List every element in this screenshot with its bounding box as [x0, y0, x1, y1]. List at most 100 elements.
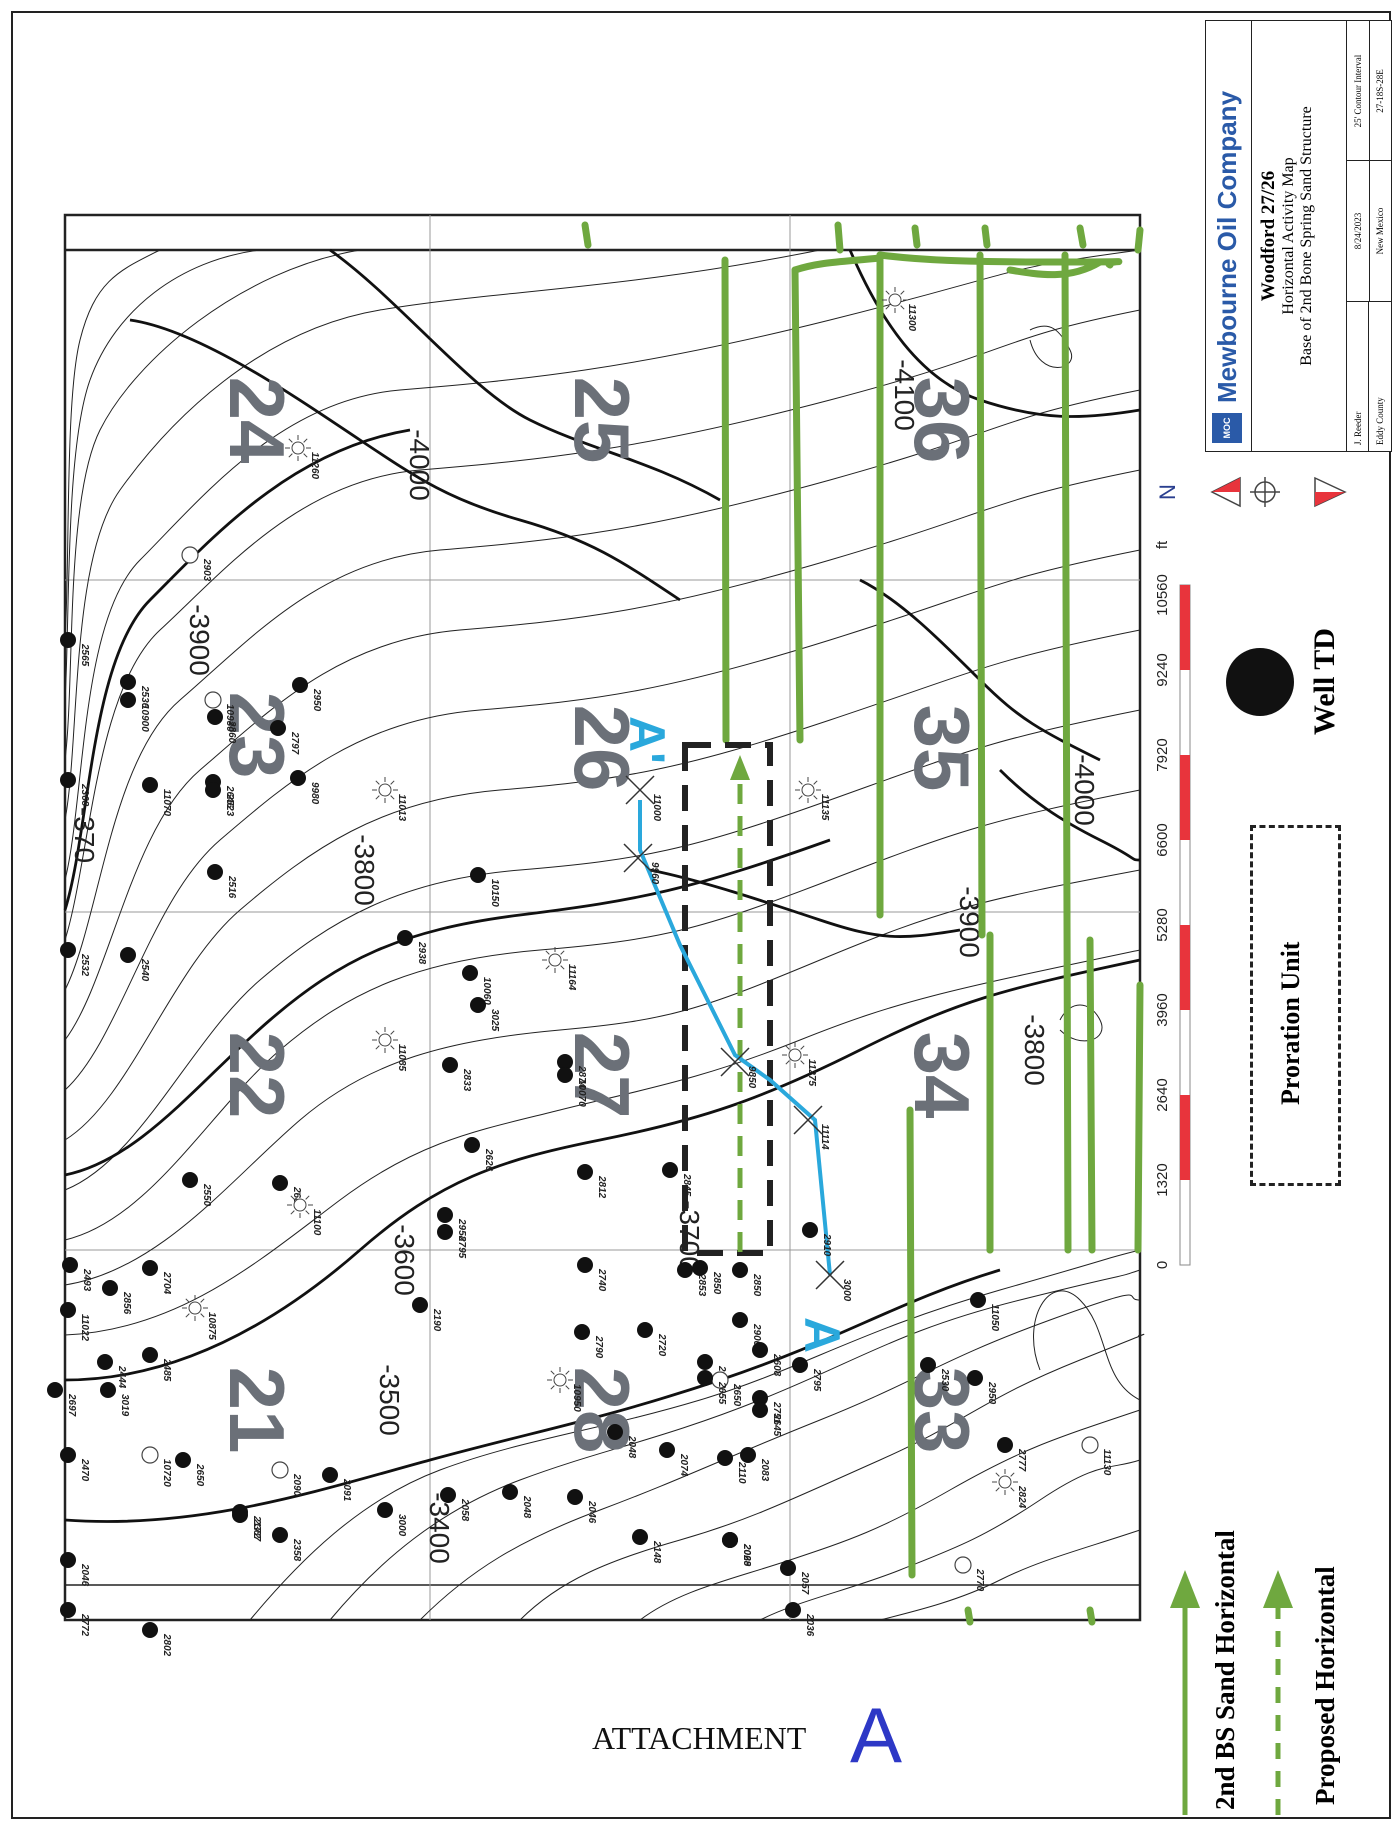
well-dot — [397, 930, 413, 946]
contour-label: -3800 — [1019, 1014, 1050, 1086]
well-label: 2950 — [311, 688, 322, 712]
location: 27-18S-28E — [1375, 69, 1385, 113]
well-label: 2626 — [483, 1148, 494, 1172]
well-dot — [97, 1354, 113, 1370]
well-label: 2536 — [139, 685, 150, 709]
well-dot — [722, 1532, 738, 1548]
well-label: 2358 — [291, 1538, 302, 1562]
title-block: MOC Mewbourne Oil Company Woodford 27/26… — [1205, 20, 1392, 452]
well-label: 2697 — [66, 1393, 77, 1417]
well-label: 2683 — [291, 1186, 302, 1210]
well-label: 10070 — [576, 1079, 587, 1107]
well-label: 2048 — [626, 1435, 637, 1459]
well-label: 2900 — [751, 1323, 762, 1347]
well-dot — [60, 1552, 76, 1568]
scale-tick-label: 0 — [1154, 1261, 1171, 1269]
well-label: 10720 — [161, 1459, 172, 1487]
well-label: 2853 — [696, 1273, 707, 1297]
well-dot — [142, 1622, 158, 1638]
well-dot — [577, 1257, 593, 1273]
contour-label: -3800 — [349, 834, 380, 906]
proration-unit-legend-box — [1250, 825, 1341, 1186]
well-td-legend-icon — [1226, 648, 1294, 716]
company-logo: MOC — [1212, 413, 1242, 443]
gas-well-icon — [182, 1295, 208, 1321]
well-label: 11130 — [1101, 1449, 1112, 1476]
scale-tick-label: 2640 — [1154, 1078, 1171, 1111]
well-dot — [464, 1137, 480, 1153]
gas-well-icon — [547, 1367, 573, 1393]
well-label: 2074 — [678, 1453, 689, 1477]
map-area: -3400 -3500 -3600 -3700 -3800 -3900 -400… — [47, 213, 1145, 1657]
well-label: 2608 — [771, 1353, 782, 1377]
well-dot — [792, 1357, 808, 1373]
well-dot — [470, 867, 486, 883]
well-dot — [182, 1172, 198, 1188]
well-label: 2029 — [741, 1543, 752, 1567]
date: 8/24/2023 — [1347, 160, 1370, 301]
county: Eddy County — [1369, 301, 1392, 451]
well-label: 2036 — [804, 1613, 815, 1637]
scale-segment — [1180, 585, 1190, 670]
gas-well-icon — [992, 1469, 1018, 1495]
section-number: 23 — [213, 692, 301, 779]
well-label: 11135 — [819, 794, 830, 821]
gas-well-icon — [372, 1027, 398, 1053]
well-dot — [412, 1297, 428, 1313]
well-label: 2874 — [576, 1065, 587, 1089]
well-label: 2845 — [681, 1173, 692, 1197]
well-label: 2110 — [736, 1461, 747, 1484]
well-dot — [272, 1527, 288, 1543]
well-dot — [142, 1347, 158, 1363]
attachment-label: ATTACHMENT — [592, 1720, 807, 1756]
well-label: 2540 — [139, 958, 150, 982]
well-label: 10930 — [224, 704, 235, 732]
well-label: 2910 — [821, 1233, 832, 1257]
well-label: 2812 — [596, 1175, 607, 1199]
well-label: 11050 — [989, 1304, 1000, 1332]
well-dot — [802, 1222, 818, 1238]
well-label: 11100 — [311, 1209, 322, 1236]
map-title: Woodford 27/26 — [1258, 170, 1279, 302]
scale-tick-label: 10560 — [1154, 574, 1171, 616]
well-dot — [120, 947, 136, 963]
well-label: 2046 — [79, 1563, 90, 1587]
section-number: 24 — [213, 377, 301, 464]
section-grid — [65, 215, 1140, 1620]
well-dot — [692, 1260, 708, 1276]
well-label: 11260 — [309, 452, 320, 480]
well-label: 2772 — [79, 1613, 90, 1637]
well-label: 2058 — [459, 1498, 470, 1522]
well-dot — [60, 1602, 76, 1618]
well-label: 11275 — [806, 1059, 817, 1087]
well-dot — [60, 772, 76, 788]
well-label: 2068 — [741, 1543, 752, 1567]
well-dot — [377, 1502, 393, 1518]
well-label: 9850 — [746, 1066, 757, 1089]
well-label: 2387 — [251, 1518, 262, 1542]
well-label: 2740 — [596, 1268, 607, 1292]
bs-sand-horizontals — [581, 221, 1144, 1626]
scale-tick-label: 5280 — [1154, 908, 1171, 941]
well-label: 2770 — [974, 1568, 985, 1592]
north-arrow-icon: N — [1155, 476, 1347, 508]
well-dot — [677, 1262, 693, 1278]
well-label: 2090 — [291, 1473, 302, 1497]
well-label: 11022 — [79, 1314, 90, 1342]
gas-well-icon — [285, 435, 311, 461]
well-label: 3000 — [396, 1514, 407, 1537]
well-plugged-icon — [181, 546, 199, 564]
well-label: 11164 — [566, 964, 577, 991]
well-label: 2444 — [116, 1365, 127, 1389]
well-label: 2516 — [226, 875, 237, 899]
well-dot — [717, 1450, 733, 1466]
well-label: 10060 — [481, 977, 492, 1005]
section-number: 21 — [213, 1367, 301, 1454]
section-number: 22 — [213, 1032, 301, 1119]
scale-unit: ft — [1154, 540, 1171, 549]
cross-section-start: A — [794, 1317, 850, 1353]
well-dot — [970, 1292, 986, 1308]
well-label: 11000 — [651, 794, 662, 822]
well-label: 2190 — [431, 1308, 442, 1332]
